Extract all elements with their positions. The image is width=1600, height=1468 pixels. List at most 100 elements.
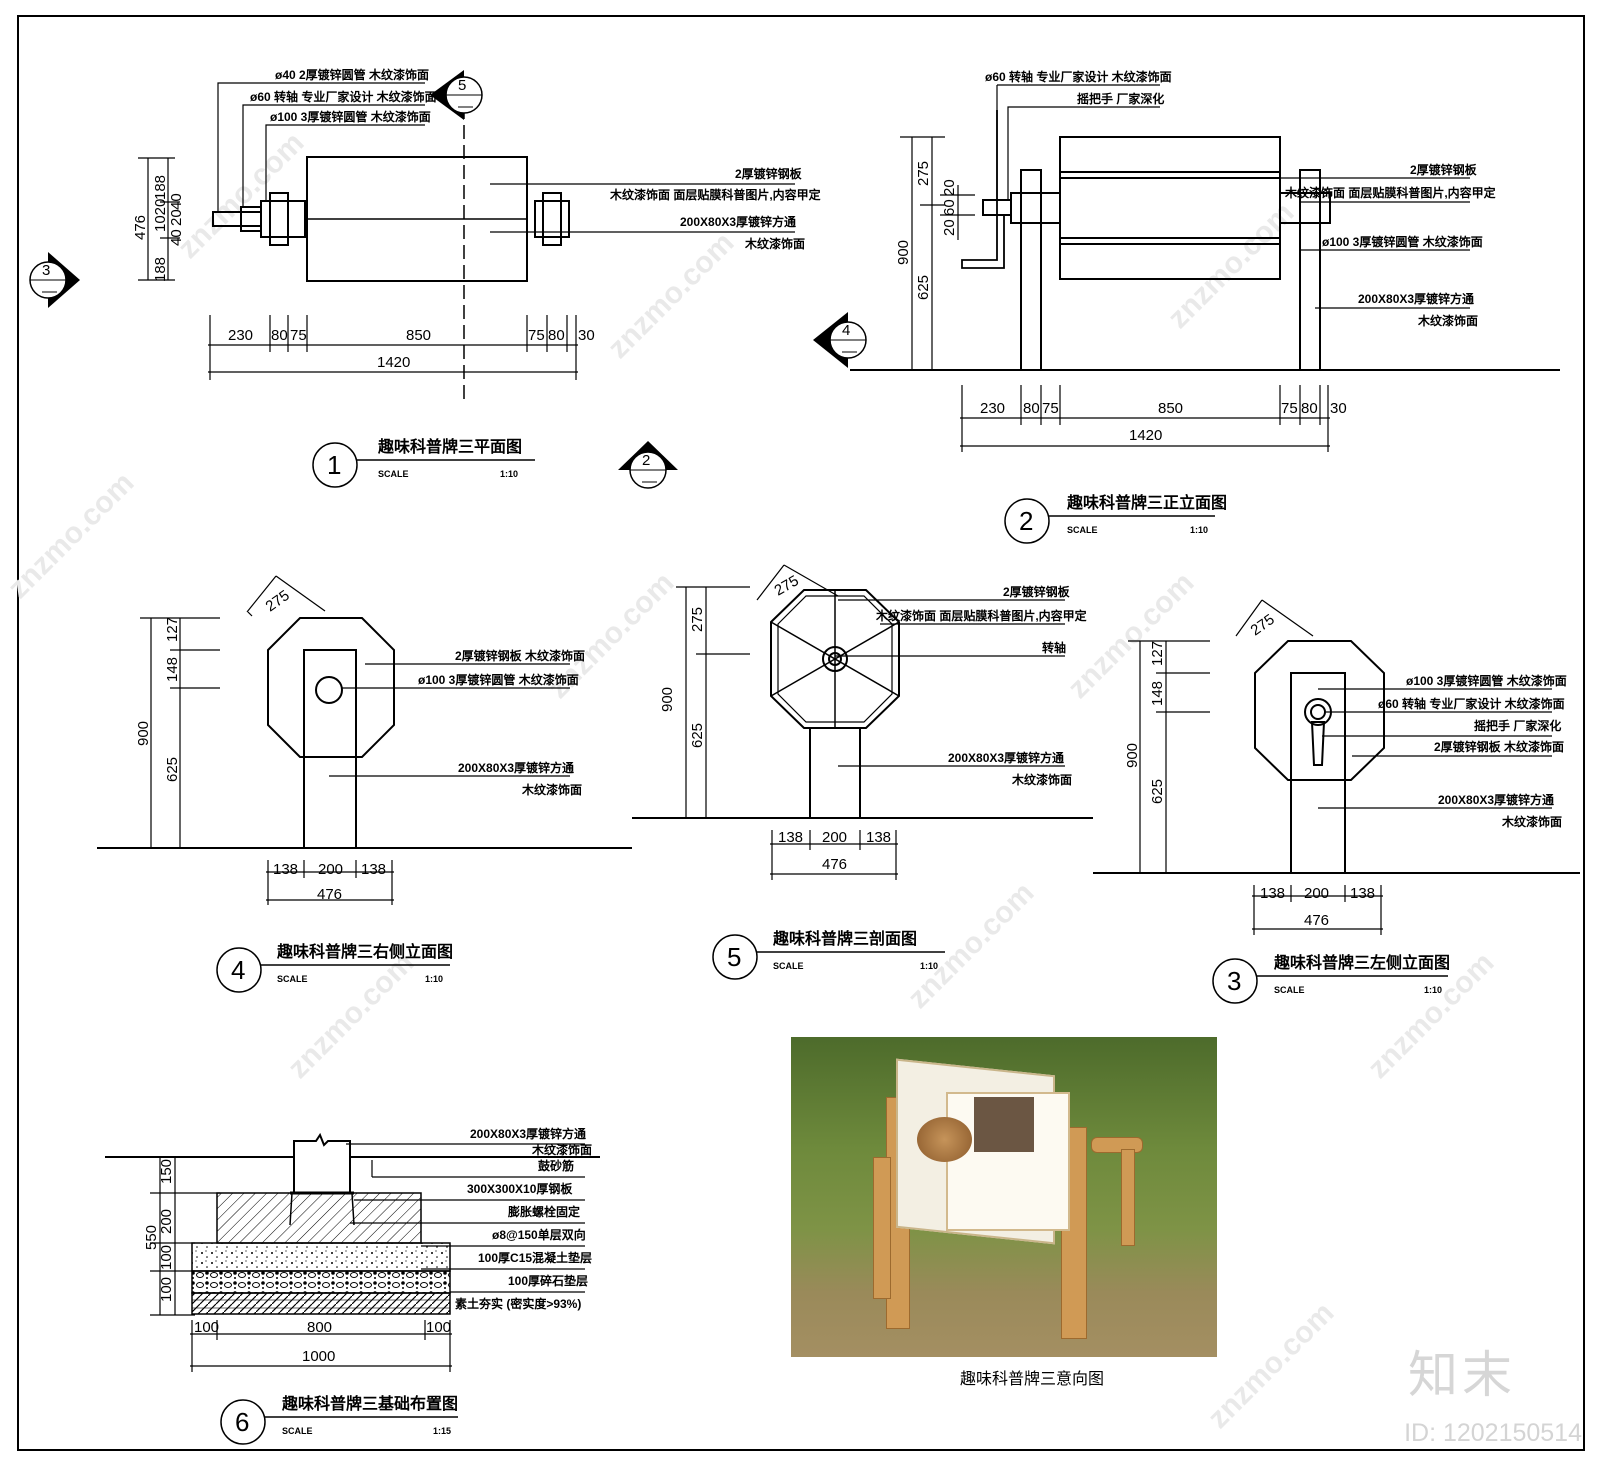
scale-value: 1:15 bbox=[433, 1426, 451, 1436]
mark-number: 2 bbox=[642, 452, 650, 469]
dim-label: 275 bbox=[1248, 611, 1278, 639]
scale-value: 1:10 bbox=[1190, 525, 1208, 535]
dim-label: 100 bbox=[158, 1245, 175, 1270]
view-6-title: 6 趣味科普牌三基础布置图 SCALE 1:15 bbox=[220, 1394, 458, 1445]
dim-label: 625 bbox=[915, 275, 932, 300]
note-label: 木纹漆饰面 bbox=[744, 236, 805, 251]
dim-label: 138 bbox=[866, 829, 891, 846]
view-number: 5 bbox=[727, 942, 741, 972]
note-label: 200X80X3厚镀锌方通 bbox=[1438, 792, 1554, 807]
note-label: 素土夯实 (密实度>93%) bbox=[455, 1296, 581, 1311]
note-label: ø100 3厚镀锌圆管 木纹漆饰面 bbox=[1406, 673, 1567, 688]
note-label: 鼓砂筋 bbox=[538, 1158, 574, 1173]
view-1-plan bbox=[138, 82, 795, 400]
view-1-notes: ø40 2厚镀锌圆管 木纹漆饰面 ø60 转轴 专业厂家设计 木纹漆饰面 ø10… bbox=[250, 67, 821, 251]
dim-label: 900 bbox=[659, 687, 676, 712]
dim-total: 1420 bbox=[1129, 427, 1162, 444]
watermark-text: znzmo.com bbox=[282, 946, 421, 1085]
watermark-text: znzmo.com bbox=[172, 126, 311, 265]
dim-label: 900 bbox=[1124, 743, 1141, 768]
dim-label: 40 bbox=[168, 229, 185, 246]
note-label: 100厚碎石垫层 bbox=[508, 1273, 588, 1288]
view-6-foundation bbox=[105, 1132, 600, 1372]
dim-label: 80 bbox=[271, 327, 288, 344]
note-label: 木纹漆饰面 面层贴膜科普图片,内容甲定 bbox=[875, 608, 1087, 623]
dim-label: 30 bbox=[578, 327, 595, 344]
note-label: 转轴 bbox=[1042, 640, 1066, 655]
dim-label: 275 bbox=[915, 161, 932, 186]
scale-value: 1:10 bbox=[425, 974, 443, 984]
scale-label: SCALE bbox=[1274, 985, 1305, 995]
note-label: 木纹漆饰面 面层贴膜科普图片,内容甲定 bbox=[609, 187, 821, 202]
dim-label: 80 bbox=[1301, 400, 1318, 417]
dim-label: 80 bbox=[548, 327, 565, 344]
note-label: ø40 2厚镀锌圆管 木纹漆饰面 bbox=[275, 67, 429, 82]
dim-total: 476 bbox=[1304, 912, 1329, 929]
view-4-notes: 2厚镀锌钢板 木纹漆饰面 ø100 3厚镀锌圆管 木纹漆饰面 200X80X3厚… bbox=[418, 648, 585, 797]
dim-label: 138 bbox=[1350, 885, 1375, 902]
dim-total: 1420 bbox=[377, 354, 410, 371]
view-2-title: 2 趣味科普牌三正立面图 SCALE 1:10 bbox=[1004, 493, 1227, 544]
watermark-text: znzmo.com bbox=[1202, 1296, 1341, 1435]
scale-label: SCALE bbox=[277, 974, 308, 984]
dim-label: 127 bbox=[1149, 641, 1166, 666]
note-label: 2厚镀锌钢板 木纹漆饰面 bbox=[1434, 739, 1564, 754]
view-title: 趣味科普牌三基础布置图 bbox=[281, 1394, 458, 1413]
note-label: 100厚C15混凝土垫层 bbox=[478, 1250, 592, 1265]
note-label: 膨胀螺栓固定 bbox=[507, 1204, 580, 1219]
dim-label: 100 bbox=[194, 1319, 219, 1336]
dim-label: 625 bbox=[689, 723, 706, 748]
dim-label: 625 bbox=[164, 757, 181, 782]
dim-label: 20 bbox=[168, 209, 185, 226]
note-label: 2厚镀锌钢板 木纹漆饰面 bbox=[455, 648, 585, 663]
dim-label: 230 bbox=[980, 400, 1005, 417]
scale-label: SCALE bbox=[773, 961, 804, 971]
section-mark-2: 2 — bbox=[618, 441, 678, 490]
view-3-notes: ø100 3厚镀锌圆管 木纹漆饰面 ø60 转轴 专业厂家设计 木纹漆饰面 摇把… bbox=[1378, 673, 1567, 829]
dim-label: 1020 bbox=[152, 199, 169, 232]
note-label: ø60 转轴 专业厂家设计 木纹漆饰面 bbox=[985, 69, 1172, 84]
note-label: 200X80X3厚镀锌方通 bbox=[470, 1126, 586, 1141]
note-label: ø100 3厚镀锌圆管 木纹漆饰面 bbox=[1322, 234, 1483, 249]
note-label: 300X300X10厚钢板 bbox=[467, 1181, 573, 1196]
view-2-front-elevation bbox=[850, 84, 1560, 452]
view-2-notes: ø60 转轴 专业厂家设计 木纹漆饰面 摇把手 厂家深化 2厚镀锌钢板 木纹漆饰… bbox=[985, 69, 1496, 328]
watermark-text: znzmo.com bbox=[2, 466, 141, 605]
view-number: 1 bbox=[327, 450, 341, 480]
dim-label: 148 bbox=[164, 657, 181, 682]
section-mark-4: 4 — bbox=[813, 312, 867, 368]
dim-label: 200 bbox=[318, 861, 343, 878]
dim-label: 40 bbox=[168, 193, 185, 210]
dim-total: 476 bbox=[317, 886, 342, 903]
dim-label: 100 bbox=[426, 1319, 451, 1336]
dim-label: 188 bbox=[152, 257, 169, 282]
view-5-notes: 2厚镀锌钢板 木纹漆饰面 面层贴膜科普图片,内容甲定 转轴 200X80X3厚镀… bbox=[875, 584, 1087, 787]
dim-label: 200 bbox=[822, 829, 847, 846]
note-label: ø8@150单层双向 bbox=[492, 1227, 586, 1242]
dim-label: 75 bbox=[290, 327, 307, 344]
dim-label: 75 bbox=[1042, 400, 1059, 417]
view-number: 3 bbox=[1227, 966, 1241, 996]
view-1-title: 1 趣味科普牌三平面图 SCALE 1:10 bbox=[312, 437, 535, 488]
note-label: 200X80X3厚镀锌方通 bbox=[458, 760, 574, 775]
photo-crank-arm bbox=[1121, 1149, 1135, 1246]
dim-label: 800 bbox=[307, 1319, 332, 1336]
note-label: 摇把手 厂家深化 bbox=[1474, 718, 1561, 733]
dim-label: 850 bbox=[1158, 400, 1183, 417]
view-title: 趣味科普牌三左侧立面图 bbox=[1273, 953, 1450, 972]
dim-label: 275 bbox=[263, 587, 293, 615]
note-label: 2厚镀锌钢板 bbox=[1003, 584, 1071, 599]
brand-logo: 知末 bbox=[1408, 1346, 1516, 1404]
dim-label: 127 bbox=[164, 617, 181, 642]
view-3-left-elevation bbox=[1093, 599, 1580, 935]
view-6-notes: 200X80X3厚镀锌方通 木纹漆饰面 鼓砂筋 300X300X10厚钢板 膨胀… bbox=[455, 1126, 592, 1311]
dim-label: 20 bbox=[941, 179, 958, 196]
view-number: 6 bbox=[235, 1407, 249, 1437]
photo-post-left-back bbox=[873, 1157, 891, 1299]
dim-label: 188 bbox=[152, 175, 169, 200]
dim-label: 30 bbox=[1330, 400, 1347, 417]
note-label: ø60 转轴 专业厂家设计 木纹漆饰面 bbox=[250, 89, 437, 104]
view-6-dims: 550 150 200 100 100 100 800 100 1000 bbox=[143, 1159, 451, 1365]
note-label: 摇把手 厂家深化 bbox=[1077, 91, 1164, 106]
dim-label: 230 bbox=[228, 327, 253, 344]
